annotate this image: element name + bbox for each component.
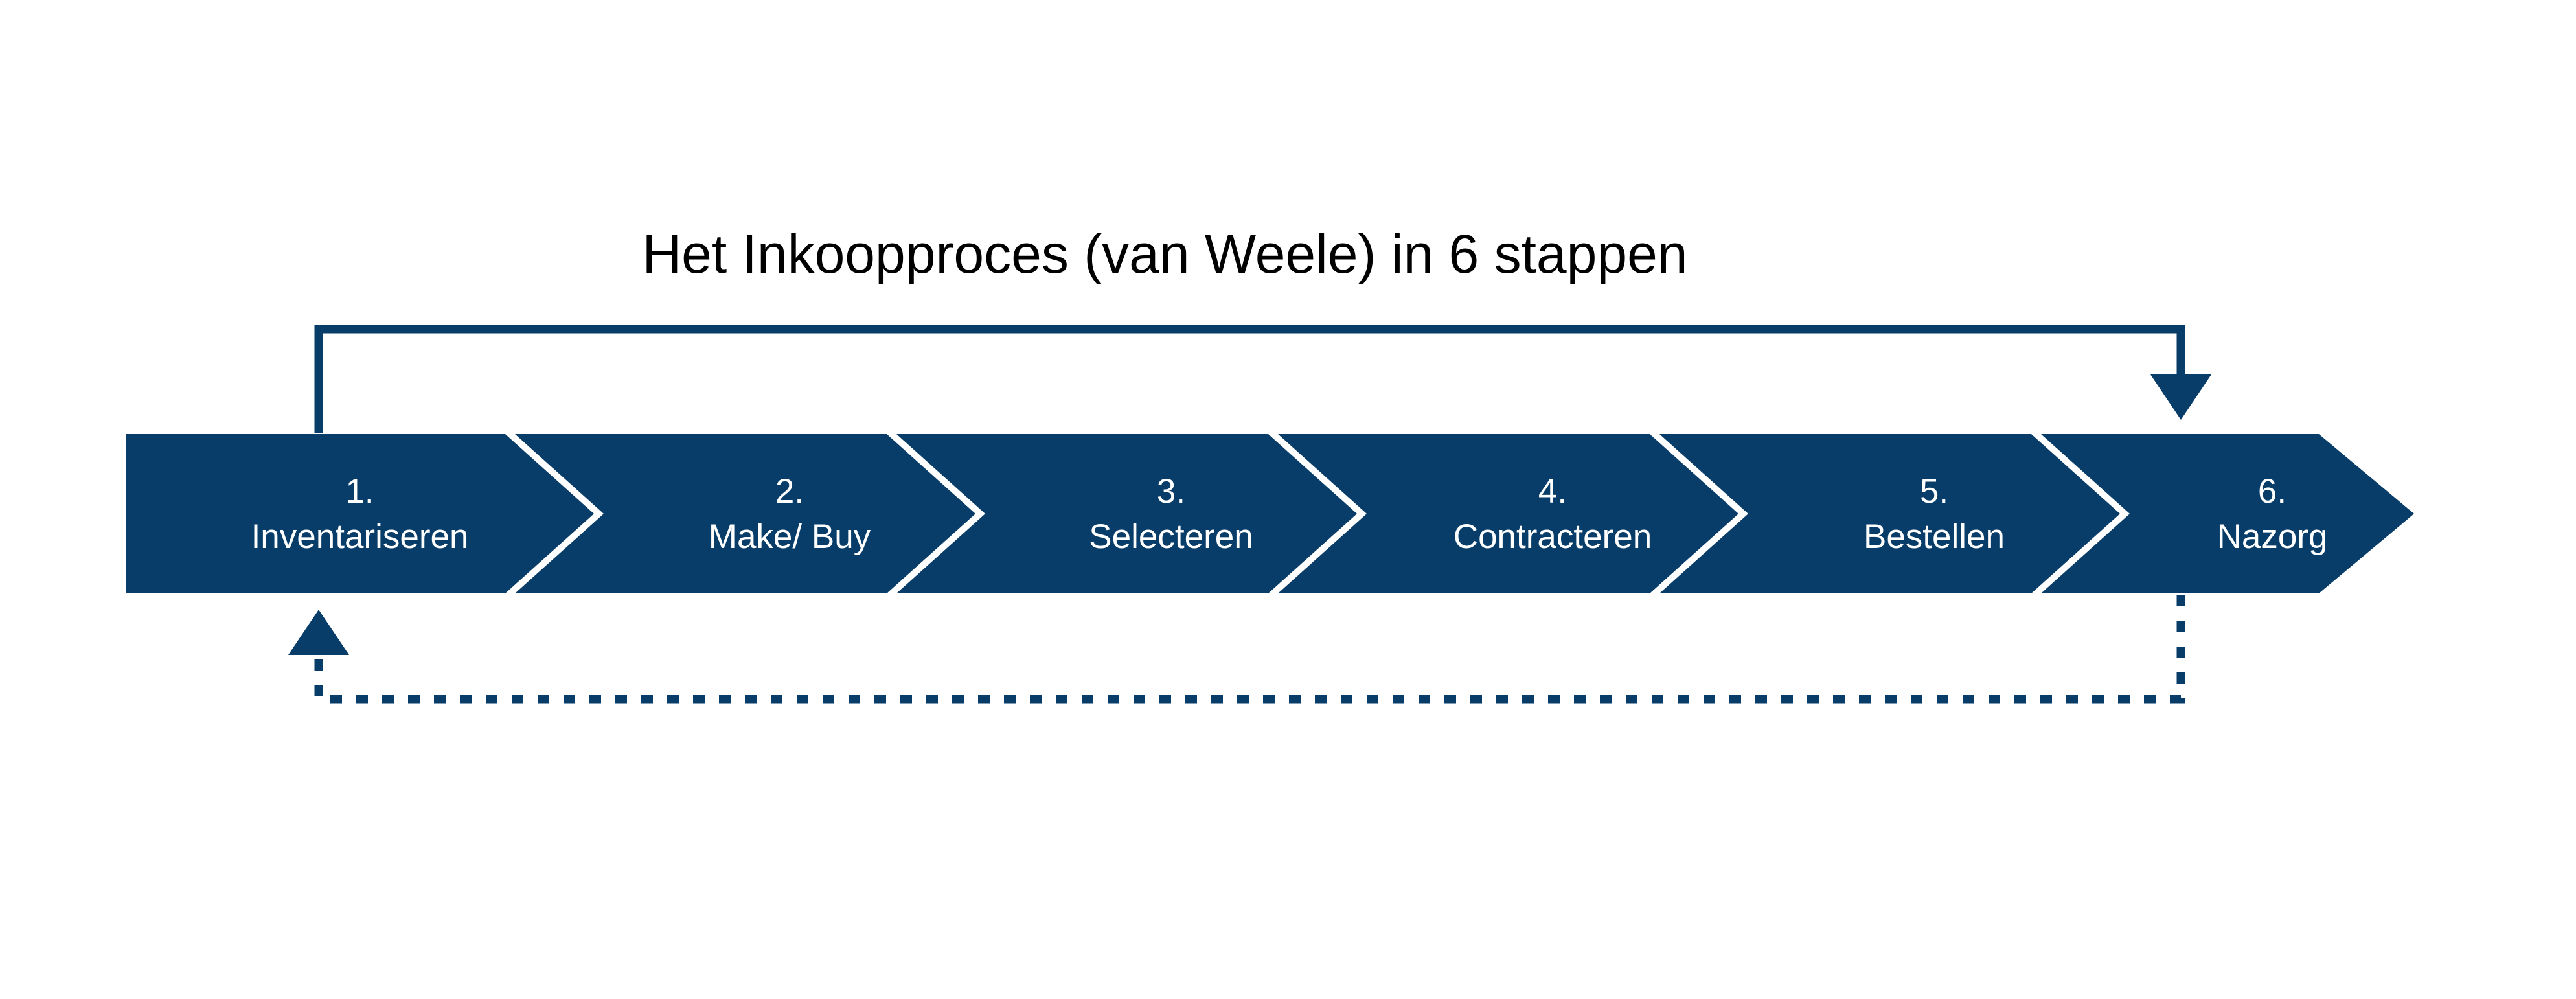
step-4-number: 4. [1538, 472, 1567, 511]
step-5-label: Bestellen [1863, 517, 2005, 556]
step-2-text: 2. Make/ Buy [604, 444, 975, 584]
step-3-label: Selecteren [1089, 517, 1253, 556]
step-2-label: Make/ Buy [708, 517, 871, 556]
step-5-text: 5. Bestellen [1748, 444, 2120, 584]
step-6-number: 6. [2257, 472, 2287, 511]
step-3-number: 3. [1156, 472, 1186, 511]
step-6-label: Nazorg [2217, 517, 2328, 556]
step-4-label: Contracteren [1453, 517, 1652, 556]
step-5-number: 5. [1919, 472, 1949, 511]
step-4-text: 4. Contracteren [1367, 444, 1738, 584]
step-1-text: 1. Inventariseren [126, 444, 594, 584]
step-1-number: 1. [345, 472, 374, 511]
step-1-label: Inventariseren [251, 517, 469, 556]
step-2-number: 2. [775, 472, 804, 511]
page-title: Het Inkoopproces (van Weele) in 6 stappe… [642, 224, 1688, 284]
step-3-text: 3. Selecteren [985, 444, 1357, 584]
step-6-text: 6. Nazorg [2130, 444, 2415, 584]
